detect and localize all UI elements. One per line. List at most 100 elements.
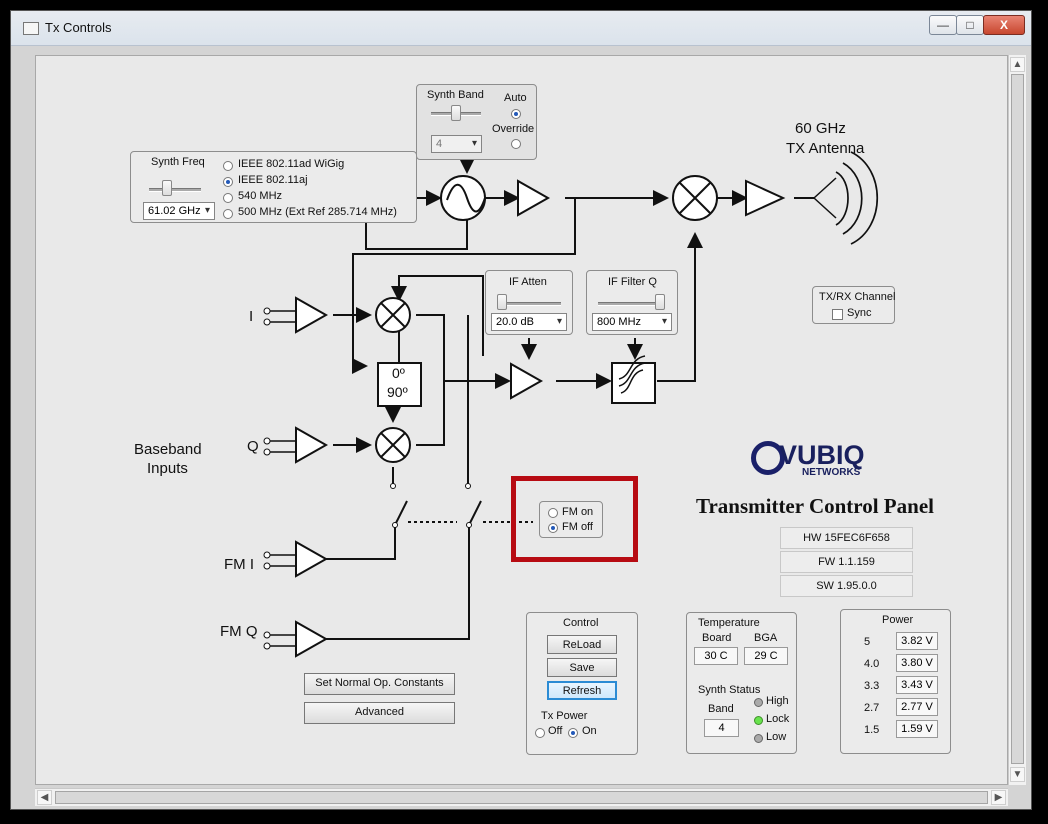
txrx-channel-panel: TX/RX Channel Sync [812,286,895,324]
synth-option-radio-0[interactable] [223,161,233,171]
minimize-button[interactable]: — [929,15,957,35]
synth-option-label-0: IEEE 802.11ad WiGig [238,158,345,170]
low-status-label: Low [766,731,787,743]
high-status-led [754,698,763,707]
vubiq-logo-text: VUBIQ [779,440,865,470]
if-filter-q-select[interactable]: 800 MHz [592,313,672,331]
lock-status-label: Lock [766,713,790,725]
band-status-value: 4 [704,719,739,737]
fm-off-label: FM off [562,521,593,533]
synth-option-radio-2[interactable] [223,193,233,203]
q-input-label: Q [247,438,259,455]
baseband-label-line-2: Inputs [147,460,188,477]
tx-power-on-radio[interactable] [568,728,578,738]
power-panel-title: Power [882,614,914,626]
tx-power-off-radio[interactable] [535,728,545,738]
tx-power-on-label: On [582,725,597,737]
i-input-amplifier-icon [295,296,329,334]
synth-option-radio-1[interactable] [223,177,233,187]
software-version: SW 1.95.0.0 [780,575,913,597]
synth-freq-select[interactable]: 61.02 GHz [143,202,215,220]
vertical-scrollbar[interactable]: ▲ ▼ [1008,55,1026,785]
antenna-label-line-1: 60 GHz [795,120,846,137]
scroll-up-icon[interactable]: ▲ [1010,57,1025,72]
fm-mode-highlight-box [511,476,638,562]
power-row-value-0: 3.82 V [896,632,938,650]
transmitter-control-panel-title: Transmitter Control Panel [696,494,934,518]
synth-freq-title: Synth Freq [151,156,205,168]
bandpass-filter-icon [611,362,656,404]
horizontal-scrollbar[interactable]: ◀ ▶ [35,788,1008,806]
maximize-icon: □ [966,18,974,32]
if-atten-panel: IF Atten 20.0 dB [485,270,573,335]
refresh-button[interactable]: Refresh [547,681,617,700]
synth-freq-panel: Synth Freq 61.02 GHz IEEE 802.11ad WiGig… [130,151,417,223]
if-filter-q-slider-thumb[interactable] [655,294,665,310]
power-row-value-4: 1.59 V [896,720,938,738]
reload-button[interactable]: ReLoad [547,635,617,654]
synth-option-label-1: IEEE 802.11aj [238,174,308,186]
maximize-button[interactable]: □ [956,15,984,35]
override-label: Override [492,123,535,135]
power-panel: Power 5 3.82 V 4.0 3.80 V 3.3 3.43 V 2.7… [840,609,951,754]
close-button[interactable]: X [983,15,1025,35]
override-radio[interactable] [511,139,521,149]
synth-freq-slider-thumb[interactable] [162,180,172,196]
synth-band-panel: Synth Band Auto Override 4 [416,84,537,160]
fm-mode-panel: FM on FM off [539,501,603,538]
fm-i-input-label: FM I [224,556,254,573]
if-atten-slider-track[interactable] [497,302,561,306]
vertical-scroll-thumb[interactable] [1011,74,1024,764]
fm-off-radio[interactable] [548,523,558,533]
if-filter-q-slider-track[interactable] [598,302,665,306]
q-input-amplifier-icon [295,426,329,464]
fm-on-label: FM on [562,506,594,518]
antenna-label-line-2: TX Antenna [786,140,865,157]
lock-status-led [754,716,763,725]
if-atten-title: IF Atten [509,276,547,288]
auto-label: Auto [504,92,527,104]
synth-option-label-3: 500 MHz (Ext Ref 285.714 MHz) [238,206,397,218]
synth-status-title: Synth Status [698,684,761,696]
close-icon: X [999,18,1008,32]
sync-checkbox[interactable] [832,309,843,320]
power-row-value-1: 3.80 V [896,654,938,672]
synth-option-radio-3[interactable] [223,209,233,219]
baseband-label-line-1: Baseband [134,441,202,458]
fm-q-input-label: FM Q [220,623,258,640]
firmware-version: FW 1.1.159 [780,551,913,573]
auto-radio[interactable] [511,109,521,119]
advanced-button[interactable]: Advanced [304,702,455,724]
power-row-value-3: 2.77 V [896,698,938,716]
transmitter-block-diagram [263,151,879,658]
set-normal-op-constants-button[interactable]: Set Normal Op. Constants [304,673,455,695]
power-row-value-2: 3.43 V [896,676,938,694]
band-status-label: Band [708,703,734,715]
synth-band-select[interactable]: 4 [431,135,482,153]
if-filter-q-title: IF Filter Q [608,276,657,288]
horizontal-scroll-thumb[interactable] [55,791,988,804]
scroll-down-icon[interactable]: ▼ [1010,767,1025,782]
fm-q-input-amplifier-icon [295,620,329,658]
bga-temperature-label: BGA [754,632,778,644]
sync-label: Sync [847,307,872,319]
scroll-right-icon[interactable]: ▶ [991,790,1006,805]
scroll-left-icon[interactable]: ◀ [37,790,52,805]
minimize-icon: — [937,18,949,32]
power-row-label-0: 5 [864,636,871,648]
if-amplifier-icon [510,362,544,400]
synth-freq-slider-track[interactable] [149,188,201,192]
tx-power-off-label: Off [548,725,563,737]
if-atten-slider-thumb[interactable] [497,294,507,310]
if-filter-q-panel: IF Filter Q 800 MHz [586,270,678,335]
phase-shifter-box [377,362,422,407]
board-temperature-label: Board [702,632,732,644]
fm-on-radio[interactable] [548,508,558,518]
high-status-label: High [766,695,789,707]
synth-band-slider-thumb[interactable] [451,105,461,121]
window-titlebar[interactable]: Tx Controls — □ X [11,11,1031,46]
temperature-title: Temperature [698,617,760,629]
save-button[interactable]: Save [547,658,617,677]
synth-option-label-2: 540 MHz [238,190,283,202]
if-atten-select[interactable]: 20.0 dB [491,313,567,331]
